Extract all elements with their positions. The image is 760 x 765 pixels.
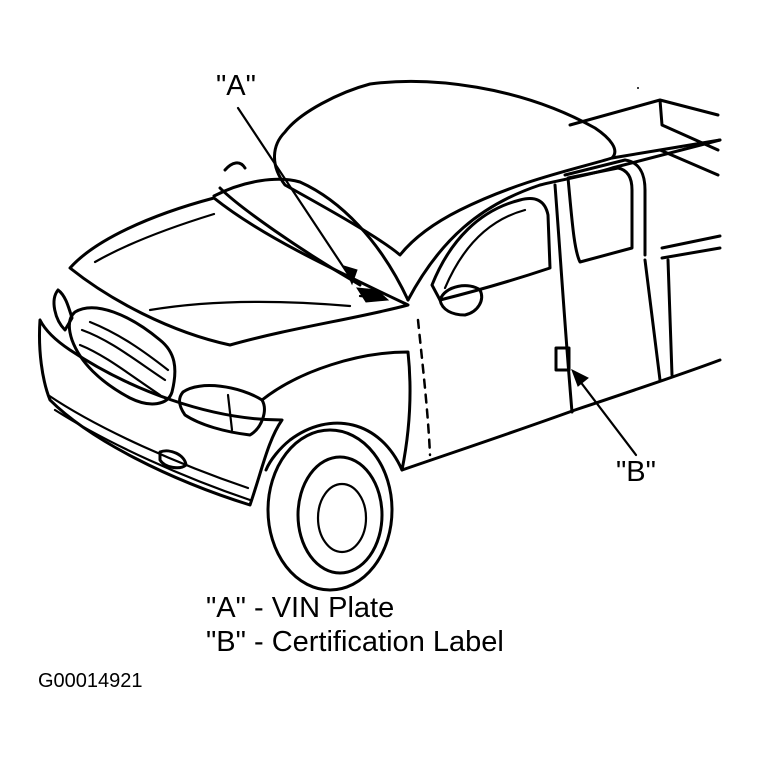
truck-bed bbox=[568, 98, 722, 177]
callout-a-arrow bbox=[236, 106, 354, 282]
truck-bumper bbox=[38, 318, 284, 507]
truck-door-seam bbox=[416, 318, 432, 457]
truck-cab-side bbox=[406, 138, 722, 302]
truck-front-rim bbox=[296, 455, 384, 575]
truck-front-tire bbox=[266, 428, 394, 592]
truck-cowl bbox=[212, 177, 410, 302]
truck-grille-bars bbox=[78, 320, 170, 397]
truck-roof bbox=[273, 79, 617, 257]
legend-item-vin-plate: "A" - VIN Plate bbox=[206, 592, 395, 624]
callout-a-label: "A" bbox=[216, 70, 256, 102]
truck-rear-door bbox=[643, 258, 662, 382]
callout-b-label: "B" bbox=[616, 456, 656, 488]
truck-hood-crease bbox=[93, 212, 352, 312]
truck-front-window bbox=[430, 197, 552, 302]
truck-mirror bbox=[438, 284, 484, 317]
legend: "A" - VIN Plate "B" - Certification Labe… bbox=[206, 591, 504, 659]
truck-fender bbox=[260, 350, 412, 472]
vin-plate-marker bbox=[356, 287, 390, 303]
truck-front-door bbox=[553, 183, 574, 414]
truck-body-lower bbox=[400, 358, 722, 472]
certification-label-marker bbox=[554, 346, 571, 372]
truck-grille bbox=[67, 306, 177, 406]
truck-hood bbox=[68, 196, 410, 347]
truck-rear-window bbox=[566, 166, 634, 264]
figure-id: G00014921 bbox=[38, 670, 143, 692]
truck-headlamp bbox=[178, 384, 266, 437]
legend-item-certification-label: "B" - Certification Label bbox=[206, 626, 504, 658]
callout-b-arrow bbox=[574, 374, 638, 457]
